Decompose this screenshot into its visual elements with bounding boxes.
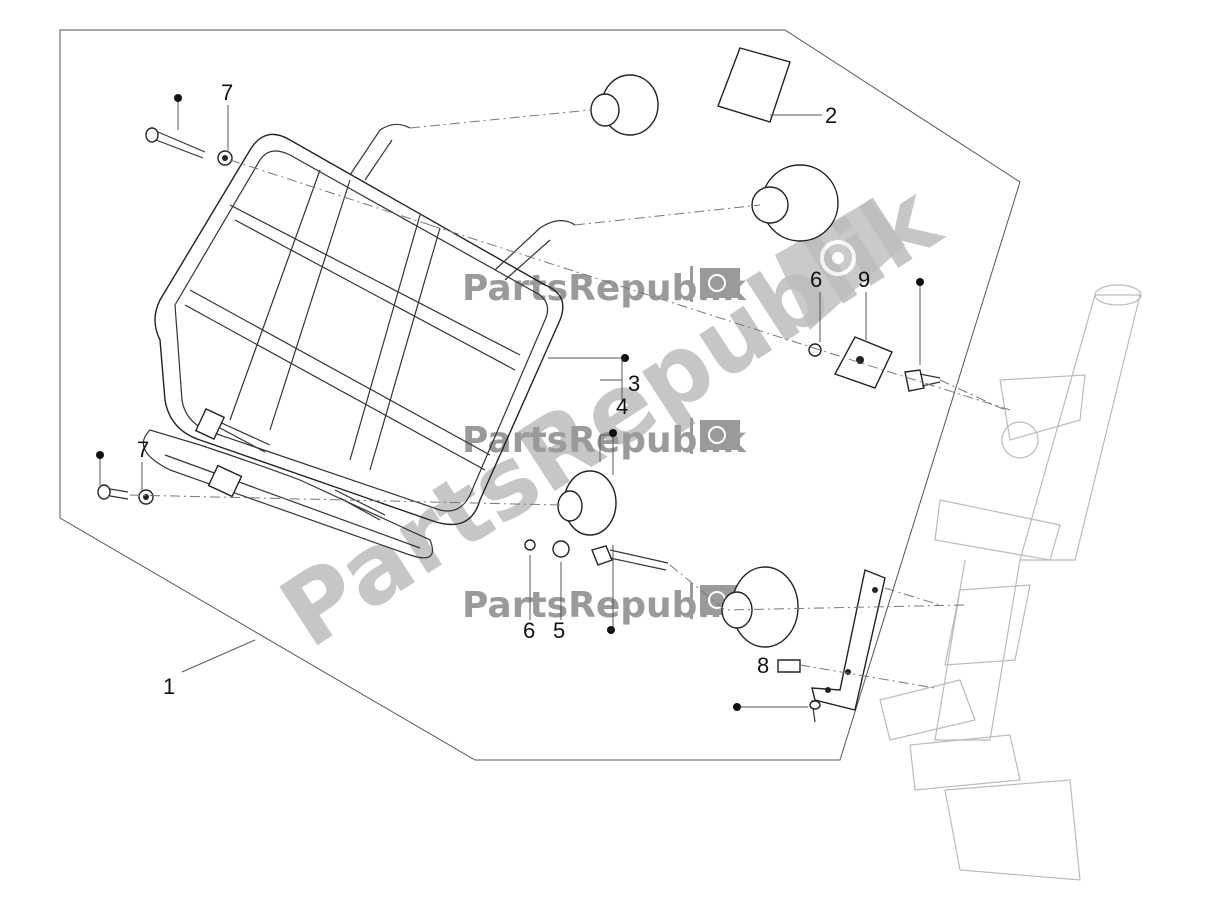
bracket-plate <box>833 336 893 389</box>
assembly-lines <box>129 109 1011 689</box>
rubber-bumper-lower <box>557 470 617 536</box>
svg-text:PartsRepublik: PartsRepublik <box>462 585 747 626</box>
washer-7-upper <box>217 150 233 166</box>
watermark-small-3: PartsRepublik <box>462 583 747 626</box>
kit-marker-dot <box>916 278 924 286</box>
callout-7-lower: 7 <box>137 437 149 462</box>
bolt-upper-left <box>145 127 206 159</box>
callout-1: 1 <box>163 674 175 699</box>
rubber-bumper-bottom <box>721 566 799 648</box>
support-bracket <box>809 569 886 723</box>
front-rack <box>142 123 576 559</box>
callout-5: 5 <box>553 618 565 643</box>
bolt-8 <box>777 659 801 673</box>
callout-2: 2 <box>825 103 837 128</box>
rubber-bumper-mid <box>751 164 839 242</box>
kit-marker-dot <box>607 626 615 634</box>
svg-text:PartsRepublik: PartsRepublik <box>462 420 747 461</box>
svg-text:PartsRepublik: PartsRepublik <box>462 268 747 309</box>
parts-area-outline <box>59 29 1021 761</box>
leader-lines <box>99 98 921 708</box>
bolt-right <box>904 369 941 392</box>
washer-6-lower <box>524 539 536 551</box>
kit-marker-dot <box>609 429 617 437</box>
callout-9: 9 <box>858 267 870 292</box>
bolt-lower-left <box>97 484 129 500</box>
label-plate <box>717 47 791 123</box>
rubber-bumper-top <box>590 74 659 136</box>
callout-6-lower: 6 <box>523 618 535 643</box>
kit-marker-dot <box>733 703 741 711</box>
watermark-small-1: PartsRepublik <box>462 266 747 309</box>
washer-7-lower <box>138 489 154 505</box>
watermark-gear-icon <box>775 200 905 330</box>
kit-marker-dot <box>96 451 104 459</box>
callout-3: 3 <box>628 371 640 396</box>
kit-marker-dot <box>174 94 182 102</box>
callout-4: 4 <box>616 394 628 419</box>
rack-spring-right <box>207 464 386 521</box>
callout-8: 8 <box>757 653 769 678</box>
washer-5 <box>552 540 570 558</box>
rack-spring-left <box>194 407 271 453</box>
callout-6-upper: 6 <box>810 267 822 292</box>
steering-column-ghost <box>879 284 1142 881</box>
callout-7-upper: 7 <box>221 80 233 105</box>
bolt-long-lower <box>591 545 669 571</box>
watermark-small-2: PartsRepublik <box>462 418 747 461</box>
kit-marker-dot <box>621 354 629 362</box>
